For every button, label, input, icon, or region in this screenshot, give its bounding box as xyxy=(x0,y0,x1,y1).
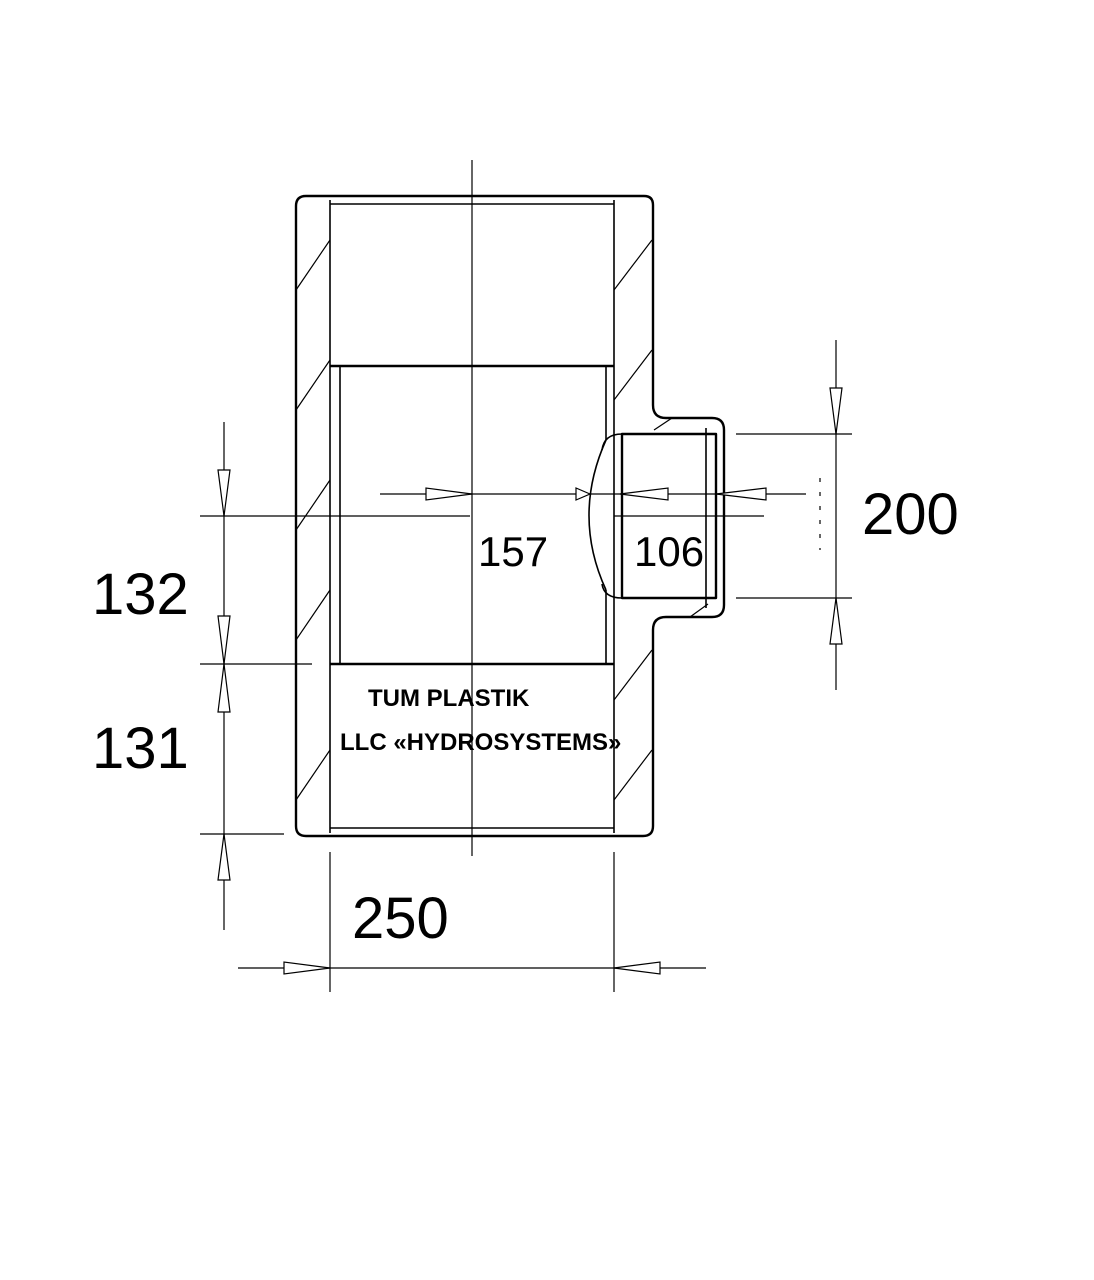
dim-106-label: 106 xyxy=(634,528,704,575)
dim-200-label: 200 xyxy=(862,482,959,547)
manufacturer-label: TUM PLASTIK LLC «HYDROSYSTEMS» xyxy=(340,685,621,756)
dim-132-label: 132 xyxy=(92,562,189,627)
dim-branch-heights: 132 131 xyxy=(92,422,470,930)
label-line-1: TUM PLASTIK xyxy=(368,685,530,712)
dim-depths: 157 106 xyxy=(380,487,806,575)
label-line-2: LLC «HYDROSYSTEMS» xyxy=(340,729,621,756)
dim-250-label: 250 xyxy=(352,886,449,951)
branch-hatching xyxy=(653,417,709,618)
wall-hatching xyxy=(296,239,330,801)
wall-hatching-right xyxy=(614,239,652,801)
dim-157-label: 157 xyxy=(478,528,548,575)
dim-131-label: 131 xyxy=(92,716,189,781)
branch-outlet xyxy=(588,428,718,608)
dim-body-width: 250 xyxy=(238,852,706,992)
dim-branch-diameter: 200 xyxy=(736,340,959,690)
